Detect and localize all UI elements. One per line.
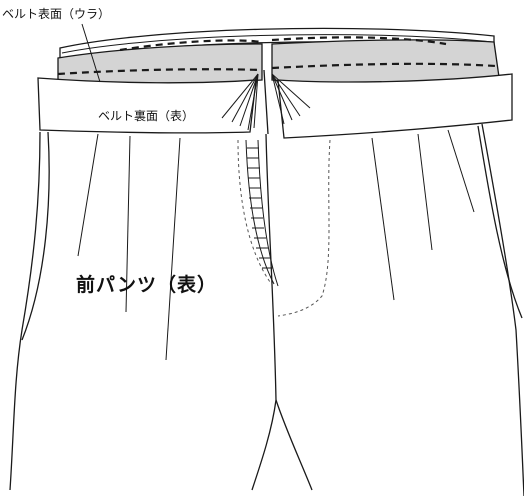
gather-lines-left — [221, 73, 259, 131]
label-leader-line — [81, 23, 101, 83]
right-pocket-line — [477, 125, 523, 319]
label-front-pants: 前パンツ（表） — [76, 274, 217, 296]
zipper-teeth — [247, 147, 273, 269]
stitch-line-upper — [119, 39, 263, 52]
crotch-right — [275, 399, 313, 491]
label-belt-outer-surface: ベルト表面（ウラ） — [2, 7, 111, 21]
belt-front-left — [37, 77, 257, 134]
center-top-line — [263, 69, 269, 135]
center-front-seam — [251, 133, 277, 491]
gather-lines-right — [271, 73, 311, 125]
fly-zipper-edge — [245, 139, 275, 285]
pleats-right — [371, 129, 475, 301]
belt-front-right — [277, 73, 513, 139]
pleats-left — [77, 133, 181, 361]
pants-left-outline — [9, 131, 41, 491]
fly-dotted-outline — [237, 139, 271, 283]
stitch-line-upper-right — [271, 36, 447, 46]
stitch-line-lower-left — [57, 68, 263, 76]
belt-back-rim-inner-line — [61, 34, 493, 54]
fly-zipper-edge-2 — [257, 139, 279, 287]
stitch-line-lower-right — [271, 62, 497, 70]
pants-right-outline — [481, 123, 524, 496]
left-pocket-line — [21, 131, 50, 341]
label-belt-inner-surface: ベルト裏面（表） — [98, 109, 195, 123]
fly-right-dotted — [277, 139, 331, 317]
